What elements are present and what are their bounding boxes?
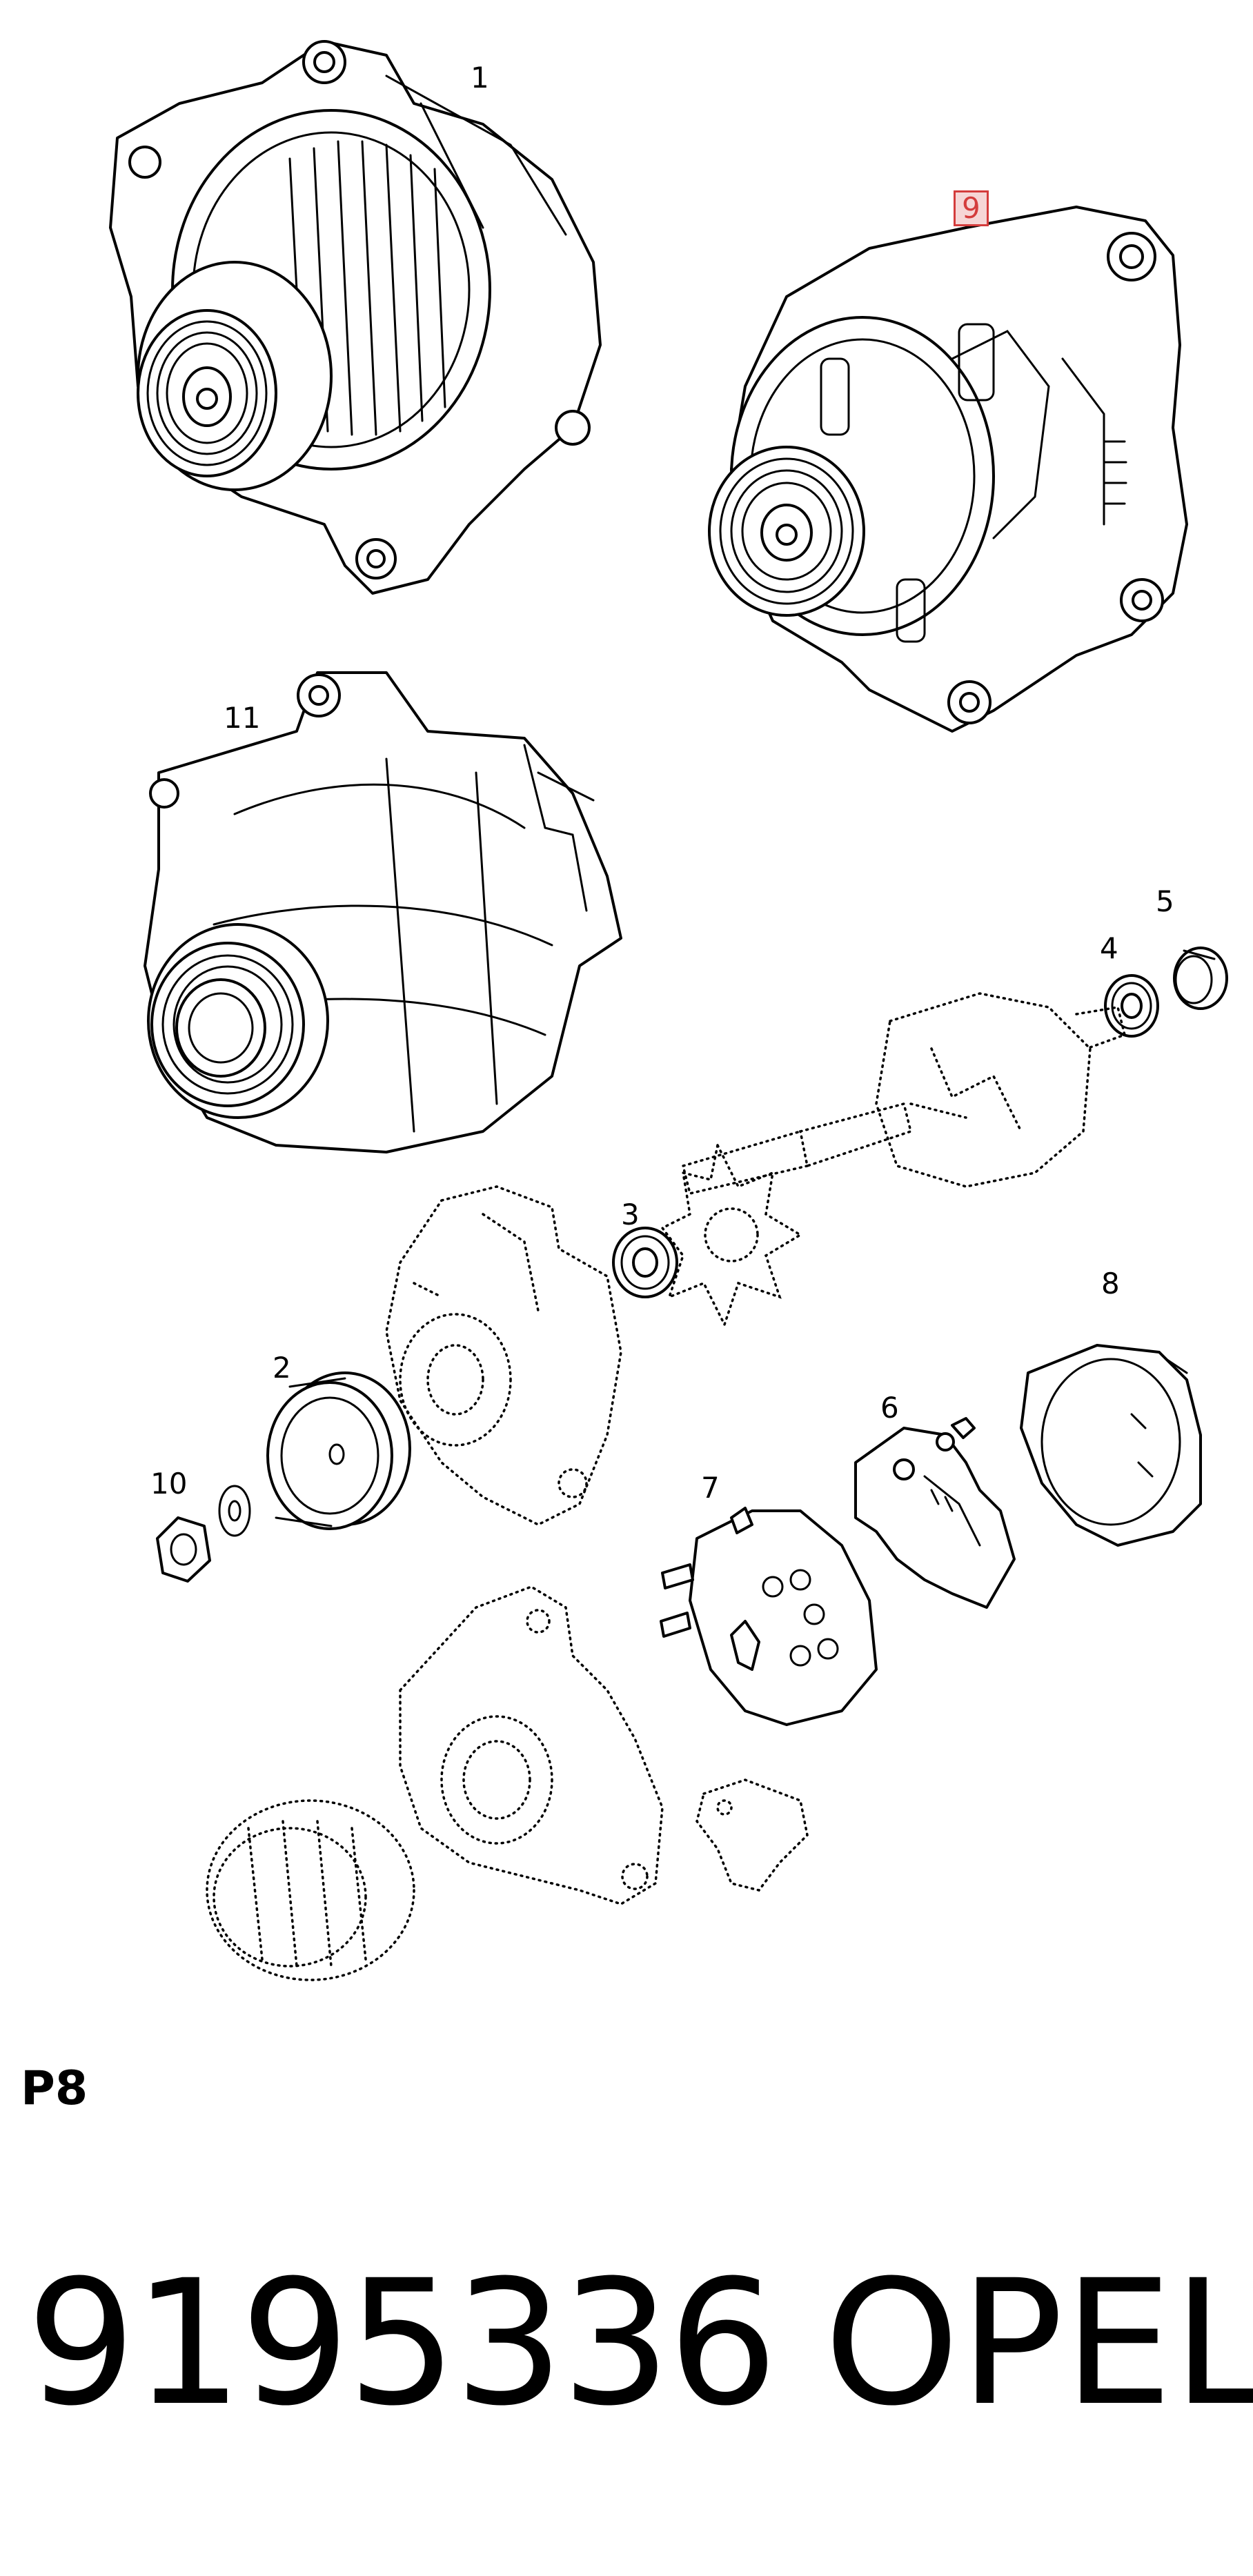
callout-4: 4	[1100, 931, 1118, 965]
part-2-pulley	[266, 1371, 411, 1530]
callout-5: 5	[1156, 884, 1174, 918]
callout-7: 7	[701, 1471, 720, 1505]
page-label: P8	[21, 2061, 88, 2116]
callout-6: 6	[880, 1391, 899, 1425]
callout-8: 8	[1101, 1267, 1120, 1300]
part-10-nut	[156, 1516, 211, 1583]
fan-ghost	[660, 1141, 803, 1328]
part-6-regulator	[854, 1417, 1016, 1609]
front-housing-ghost	[385, 1185, 622, 1526]
callout-9-highlighted: 9	[954, 190, 989, 226]
washer	[218, 1485, 251, 1537]
stator-ghost	[206, 1799, 415, 1981]
part-number: 9195336	[26, 2243, 778, 2444]
part-1-alternator	[109, 40, 602, 595]
callout-10: 10	[150, 1467, 188, 1500]
bracket-ghost	[695, 1779, 809, 1892]
rear-housing-ghost	[399, 1585, 664, 1905]
part-11-alternator	[144, 671, 622, 1153]
part-9-alternator	[708, 206, 1188, 733]
part-8-rear-cover	[1020, 1344, 1202, 1547]
part-7-rectifier	[660, 1507, 878, 1726]
part-5-cap	[1173, 947, 1228, 1010]
brand-name: OPEL	[824, 2243, 1253, 2444]
callout-2: 2	[273, 1351, 291, 1385]
callout-1: 1	[471, 61, 489, 95]
part-4-bearing	[1104, 974, 1159, 1038]
exploded-parts-diagram	[109, 40, 1228, 1981]
part-3-bearing	[612, 1227, 678, 1298]
callout-11: 11	[224, 701, 261, 735]
rotor-ghost	[681, 992, 1127, 1196]
callout-3: 3	[621, 1198, 640, 1231]
